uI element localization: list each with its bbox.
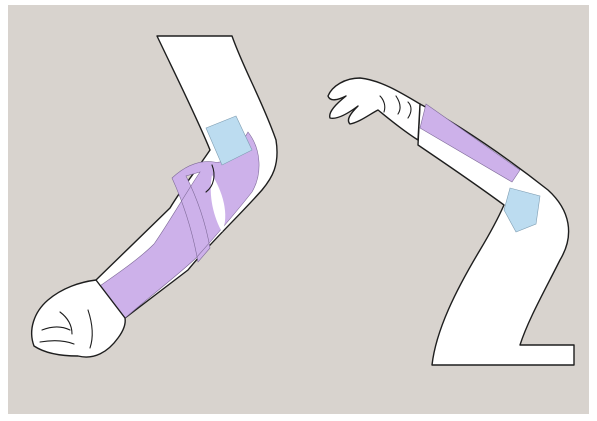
right-hand — [328, 78, 420, 140]
right-arm-silhouette — [418, 104, 574, 365]
illustration-canvas — [8, 5, 589, 414]
arm-taping-illustration — [8, 5, 589, 414]
right-arm — [328, 78, 574, 365]
left-arm — [32, 36, 277, 357]
left-arm-tape-strip — [97, 132, 259, 318]
